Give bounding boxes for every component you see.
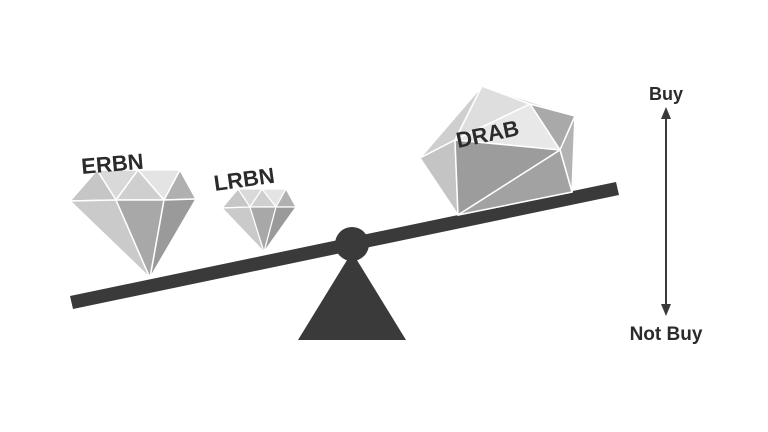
drab-gem-icon — [419, 85, 576, 216]
erbn-label: ERBN — [80, 149, 144, 179]
pivot-circle — [335, 227, 369, 261]
erbn-diamond-icon — [69, 169, 197, 279]
not-buy-label: Not Buy — [630, 324, 703, 345]
fulcrum-triangle — [298, 252, 406, 340]
buy-label: Buy — [649, 84, 683, 104]
buy-scale-arrow-icon — [661, 107, 671, 316]
lrbn-diamond-icon — [221, 188, 297, 253]
